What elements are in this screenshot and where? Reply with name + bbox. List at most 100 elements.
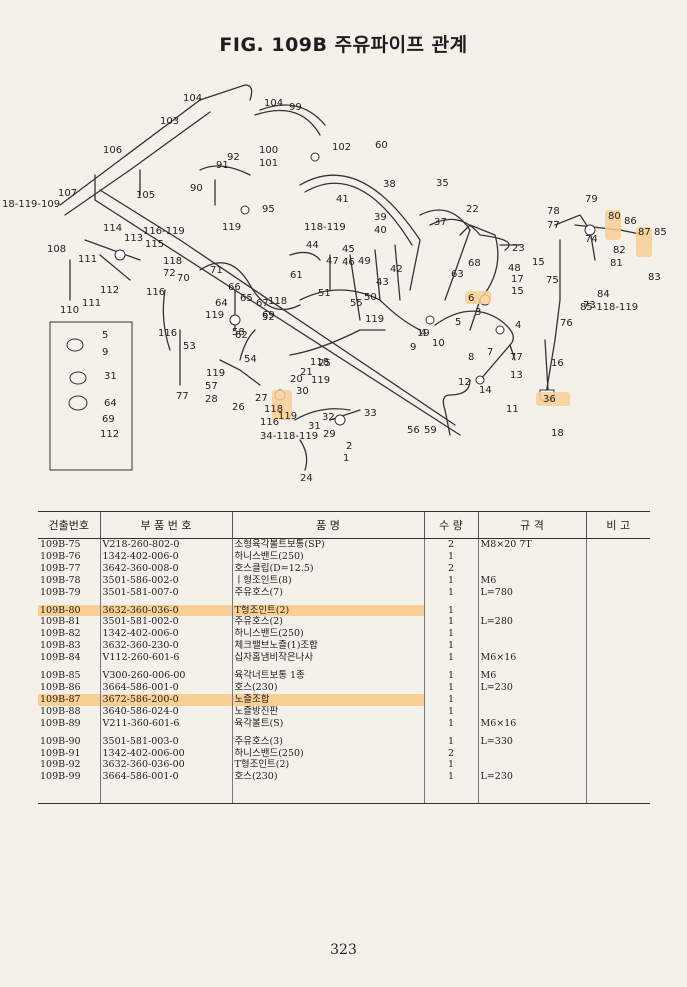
callout-label: 47 [326,256,339,267]
cell-part-name: 육각너트보통 1종 [231,670,424,682]
cell-part-no: 3501-581-003-0 [99,735,232,748]
header-spec: 규 격 [477,511,586,539]
table-row [38,598,650,605]
callout-label: 68 [468,258,481,269]
callout-label: 13 [510,370,523,381]
header-ref-no: 건출번호 [38,511,100,539]
callout-label: 64 [215,298,228,309]
cell-part-no: V300-260-006-00 [99,670,232,682]
callout-label: 80 [608,211,621,222]
cell-part-name: 주유호스(7) [231,586,424,599]
callout-label: 64 [104,398,117,409]
cell-remarks [585,604,650,617]
callout-label: 5 [102,330,108,341]
callout-label: 18 [551,428,564,439]
callout-label: 3 [475,307,481,318]
cell-ref-no: 109B-78 [40,574,81,586]
cell-part-name: 주유호스(2) [231,616,424,629]
cell-ref-no: 109B-86 [40,681,81,693]
cell-part-name [231,729,424,736]
callout-label: 30 [296,386,309,397]
cell-part-name: 호스(230) [231,771,424,784]
cell-spec [477,664,586,671]
cell-spec [477,598,586,605]
cell-quantity [423,664,478,671]
cell-quantity [423,729,478,736]
page-number: 323 [330,942,357,958]
callout-label: 4 [420,328,426,339]
callout-label: 118 [264,404,283,415]
table-row [38,664,650,671]
cell-spec [477,628,586,641]
callout-label: 8 [468,352,474,363]
callout-label: 73 [583,300,596,311]
cell-ref-no: 109B-85 [40,670,81,682]
cell-part-name: 하니스밴드(250) [231,628,424,641]
cell-spec: L=230 [477,681,586,694]
callout-label: 20 [290,374,303,385]
cell-spec: L=230 [477,771,586,784]
callout-label: 115 [145,239,164,250]
callout-label: 4 [515,320,521,331]
callout-label: 61 [290,270,303,281]
callout-label: 54 [244,354,257,365]
callout-label: 6 [468,293,474,304]
callout-label: 55 [350,298,363,309]
callout-label: 78 [547,206,560,217]
cell-quantity: 1 [423,616,478,629]
cell-remarks [585,705,650,718]
cell-quantity: 1 [423,681,478,694]
cell-quantity: 1 [423,652,478,665]
cell-part-name [231,598,424,605]
cell-part-name: 호스클립(D=12.5) [231,562,424,575]
callout-label: 16 [551,358,564,369]
table-bottom-cell [477,783,586,804]
callout-label: 119 [205,310,224,321]
callout-label: 83 [648,272,661,283]
callout-label: 23 [512,243,525,254]
cell-quantity: 1 [423,604,478,617]
cell-spec [477,705,586,718]
cell-spec: M6×16 [477,652,586,665]
callout-label: 107 [58,188,77,199]
callout-label: 77 [510,352,523,363]
callout-label: 22 [466,204,479,215]
cell-spec [477,640,586,653]
cell-spec: M6 [477,574,586,587]
callout-label: 76 [560,318,573,329]
cell-part-no: V218-260-802-0 [99,538,232,551]
cell-remarks [585,729,650,736]
callout-label: 105 [136,190,155,201]
cell-quantity [423,598,478,605]
callout-label: 65 [240,293,253,304]
cell-spec: L=330 [477,735,586,748]
callout-label: 24 [300,473,313,484]
cell-spec [477,759,586,772]
callout-label: 118 [268,296,287,307]
callout-label: 100 [259,145,278,156]
callout-label: 41 [336,194,349,205]
cell-part-no [99,598,232,605]
callout-label: 36 [543,394,556,405]
cell-remarks [585,735,650,748]
callout-label: 116 [158,328,177,339]
callout-label: 101 [259,158,278,169]
cell-part-no: 3632-360-230-0 [99,640,232,653]
callout-label: 11 [506,404,519,415]
cell-part-name: 주유호스(3) [231,735,424,748]
callout-label: 44 [306,240,319,251]
callout-label: 63 [451,269,464,280]
cell-quantity: 2 [423,747,478,760]
cell-remarks [585,681,650,694]
callout-label: 119 [365,314,384,325]
callout-label: 85-118-119 [580,302,638,313]
cell-ref-no: 109B-79 [40,586,81,598]
callout-label: 39 [374,212,387,223]
header-part-name: 품 명 [231,511,424,539]
